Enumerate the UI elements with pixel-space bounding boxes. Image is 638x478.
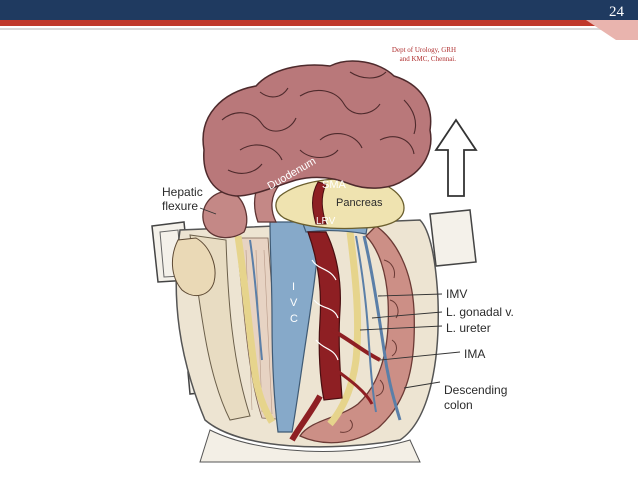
hepatic-flexure [172, 191, 248, 297]
header-divider [0, 28, 638, 30]
label-ivc-v: V [290, 297, 298, 309]
label-colon: colon [444, 398, 473, 412]
superior-mesenteric-artery [312, 181, 327, 225]
credit-line-2: and KMC, Chennai. [399, 55, 456, 63]
label-ureter: L. ureter [446, 321, 491, 335]
label-flexure: flexure [162, 199, 198, 213]
label-lrv: LRV [316, 216, 336, 227]
aorta [307, 231, 343, 401]
header-band [0, 0, 638, 20]
label-ivc-c: C [290, 313, 298, 325]
slide-credit: Dept of Urology, GRH and KMC, Chennai. [384, 46, 456, 64]
small-bowel [202, 60, 432, 197]
label-hepatic: Hepatic [162, 185, 203, 199]
slide-number: 24 [609, 4, 624, 20]
label-imv: IMV [446, 287, 467, 301]
descending-colon [299, 225, 415, 444]
leader-lines [199, 207, 461, 389]
retraction-arrow-icon [434, 118, 478, 197]
credit-line-1: Dept of Urology, GRH [391, 46, 456, 54]
label-ima: IMA [464, 347, 485, 361]
left-ureter [327, 231, 362, 427]
right-retractor [429, 209, 477, 267]
label-descending: Descending [444, 383, 507, 397]
label-gonadal: L. gonadal v. [446, 305, 514, 319]
label-sma: SMA [322, 179, 347, 191]
inferior-vena-cava [269, 221, 321, 433]
label-pancreas: Pancreas [336, 197, 383, 209]
header-corner-accent [586, 20, 638, 40]
header-accent-stripe [0, 20, 638, 26]
label-ivc-i: I [292, 281, 295, 293]
